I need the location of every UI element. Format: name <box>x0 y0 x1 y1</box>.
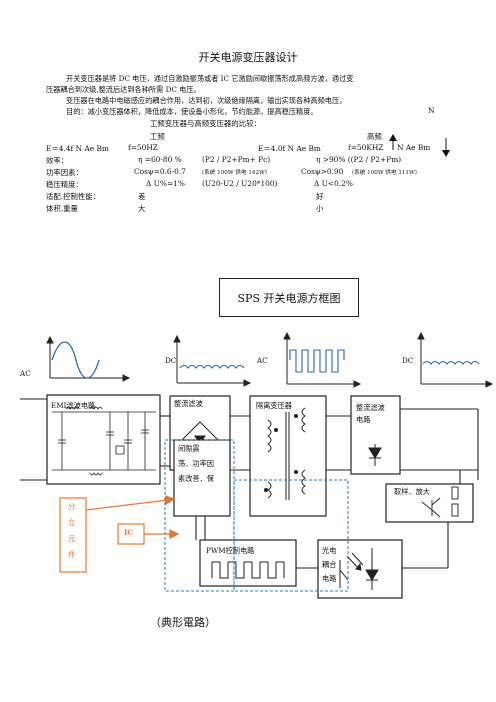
output-diode-icon <box>368 444 382 466</box>
waveform-ac-input <box>46 335 131 382</box>
sample-amp-box <box>385 483 474 523</box>
purpose-n-mark: N <box>428 106 435 115</box>
emi-filter-box <box>46 394 161 485</box>
label-discrete-1: 分 <box>68 502 76 511</box>
freq-lf: f=50HZ <box>128 143 158 152</box>
label-discrete-3: 元 <box>68 534 76 543</box>
row-efficiency-lf-formula: (P2 / P2+Pm+ Pc) <box>202 155 271 164</box>
row-size-hf: 小 <box>316 204 324 213</box>
diagram-title: SPS 开关电源方框图 <box>237 292 341 305</box>
paragraph-intro-1: 开关变压器是将 DC 电压，通过自激励振荡或者 IC 它激励间歇振荡形成高频方波… <box>66 74 354 83</box>
annotation-arrows <box>85 495 180 539</box>
label-ac-input: AC <box>20 369 31 378</box>
row-pf-hf-note: (系统 100W 供电 111W) <box>352 170 417 176</box>
label-dc-rectified: DC <box>165 356 177 365</box>
waveform-dc-output <box>417 331 494 388</box>
compare-heading: 工频变压器与高频变压器的比较： <box>150 119 261 128</box>
freq-hf: f=50KHZ <box>348 143 384 152</box>
row-control-hf: 好 <box>316 192 324 201</box>
row-pf-lf: Cosψ=0.6-0.7 <box>134 167 186 176</box>
transformer-icon <box>264 407 306 500</box>
row-regulation-hf: Δ U<0.2% <box>314 179 353 188</box>
label-dc-output: DC <box>402 356 414 365</box>
paragraph-coupling: 变压器在电路中电磁感应的耦合作用，达到初，次级绝缘隔离，输出实现各种高频电压， <box>66 96 347 105</box>
row-efficiency-hf: η >90% ((P2 / P2+Pm) <box>316 155 402 164</box>
discrete-components-box <box>59 497 87 573</box>
row-control-lf: 差 <box>138 192 146 201</box>
paragraph-intro-2: 压器耦合到次级,整流后达到各种所需 DC 电压。 <box>46 85 201 94</box>
label-oscillator-2: 荡．功率因 <box>178 459 214 468</box>
label-opto-3: 电路 <box>322 574 337 583</box>
label-output-rectifier-2: 电路 <box>356 415 371 424</box>
emi-filter-schematic <box>52 406 156 476</box>
pwm-waveform <box>211 561 285 579</box>
row-regulation-label: 稳压精度： <box>46 180 83 189</box>
label-opto-2: 耦合 <box>322 560 337 569</box>
row-size-label: 体积.重量 <box>46 204 78 213</box>
diagram-title-box: SPS 开关电源方框图 <box>219 278 359 317</box>
formula-hf-tail: N Ae Bm <box>397 143 431 152</box>
label-ic: IC <box>124 528 134 537</box>
col-header-lf: 工频 <box>150 132 165 141</box>
pwm-box <box>199 539 297 587</box>
document-title: 开关电源变压器设计 <box>198 51 298 64</box>
label-discrete-4: 件 <box>68 550 76 559</box>
label-rectifier: 整流滤波 <box>174 399 203 408</box>
row-regulation-lf-formula: (U20-U2 / U20*100) <box>202 179 278 188</box>
label-output-rectifier-1: 整流滤波 <box>356 403 385 412</box>
waveform-dc-ripple <box>173 334 252 387</box>
row-efficiency-label: 效率： <box>46 156 69 165</box>
paragraph-purpose: 目的：减小变压器体积，降低成本，使设备小形化，节约能源，提高稳压精度。 <box>66 107 318 116</box>
label-emi-filter: EMI滤波电路 <box>51 401 96 410</box>
row-efficiency-lf: η =60-80 % <box>138 155 182 164</box>
ic-dashed-outline-2 <box>233 479 349 592</box>
label-pwm: PWM控制电路 <box>206 546 255 555</box>
power-bus-lines <box>20 398 479 569</box>
col-header-hf: 高频 <box>367 132 382 141</box>
formula-hf: E＝4.0f N Ae Bm <box>258 144 321 153</box>
optocoupler-icon <box>339 548 379 590</box>
label-oscillator-1: 间隙震 <box>178 444 200 453</box>
label-sample-amp: 取样．放大 <box>394 487 430 496</box>
row-size-lf: 大 <box>138 204 146 213</box>
formula-lf: E＝4.4f N Ae Bm <box>46 144 109 153</box>
label-isolation-transformer: 隔离变压器 <box>256 401 292 410</box>
sample-amp-icon <box>421 486 459 518</box>
row-pf-hf: Cosψ>0.90 <box>301 167 344 176</box>
diagram-caption: （典形電路） <box>150 616 216 629</box>
label-ac-hf: AC <box>257 356 268 365</box>
label-oscillator-3: 素改善．保 <box>178 474 214 483</box>
waveform-hf-square <box>283 331 362 388</box>
row-regulation-lf: Δ U%=1% <box>146 179 185 188</box>
transformer-box <box>249 395 327 517</box>
row-control-label: 适配.控制性能： <box>46 192 101 201</box>
row-pf-label: 功率因素： <box>46 168 83 177</box>
label-opto-1: 光电 <box>322 546 337 555</box>
row-pf-lf-note: (系统 100W 供电 142W) <box>202 170 267 176</box>
label-discrete-2: 立 <box>68 518 76 527</box>
